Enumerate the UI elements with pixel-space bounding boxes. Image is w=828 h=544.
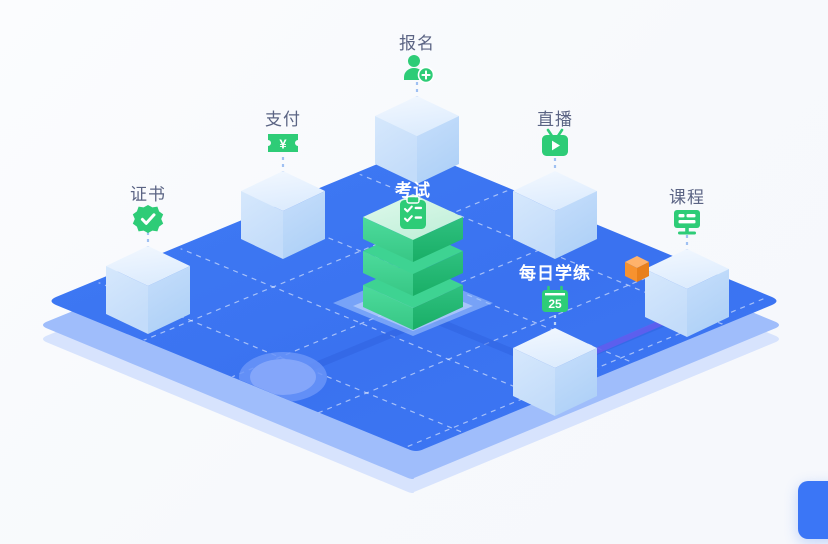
cube-right-face (555, 191, 597, 259)
cube-right-face (687, 269, 729, 337)
cube-left-face (241, 191, 283, 259)
tv-play-icon[interactable] (542, 128, 568, 156)
cube-left-face (375, 116, 417, 184)
cube-left-face (513, 348, 555, 416)
orange-cube-icon[interactable] (625, 256, 649, 282)
cube-right-face (283, 191, 325, 259)
svg-text:¥: ¥ (279, 137, 287, 152)
node-signup[interactable] (375, 82, 459, 184)
node-certificate[interactable] (106, 232, 190, 334)
calendar-icon[interactable]: 25 (542, 285, 568, 312)
cube-right-face (417, 116, 459, 184)
monitor-screen-icon[interactable] (674, 210, 700, 235)
coupon-yuan-icon[interactable]: ¥ (268, 134, 298, 152)
cube-left-face (645, 269, 687, 337)
calendar-day-number: 25 (548, 297, 562, 311)
floating-action-button[interactable] (798, 481, 828, 539)
clipboard-check-icon[interactable] (400, 195, 426, 230)
node-payment[interactable] (241, 157, 325, 259)
cube-right-face (148, 266, 190, 334)
node-course[interactable] (645, 235, 729, 337)
node-daily-practice[interactable] (513, 315, 597, 416)
node-live[interactable] (513, 158, 597, 259)
cube-left-face (106, 266, 148, 334)
cube-left-face (513, 191, 555, 259)
cube-right-face (555, 348, 597, 416)
user-add-icon[interactable] (404, 55, 435, 84)
certificate-badge-icon[interactable] (132, 205, 164, 233)
